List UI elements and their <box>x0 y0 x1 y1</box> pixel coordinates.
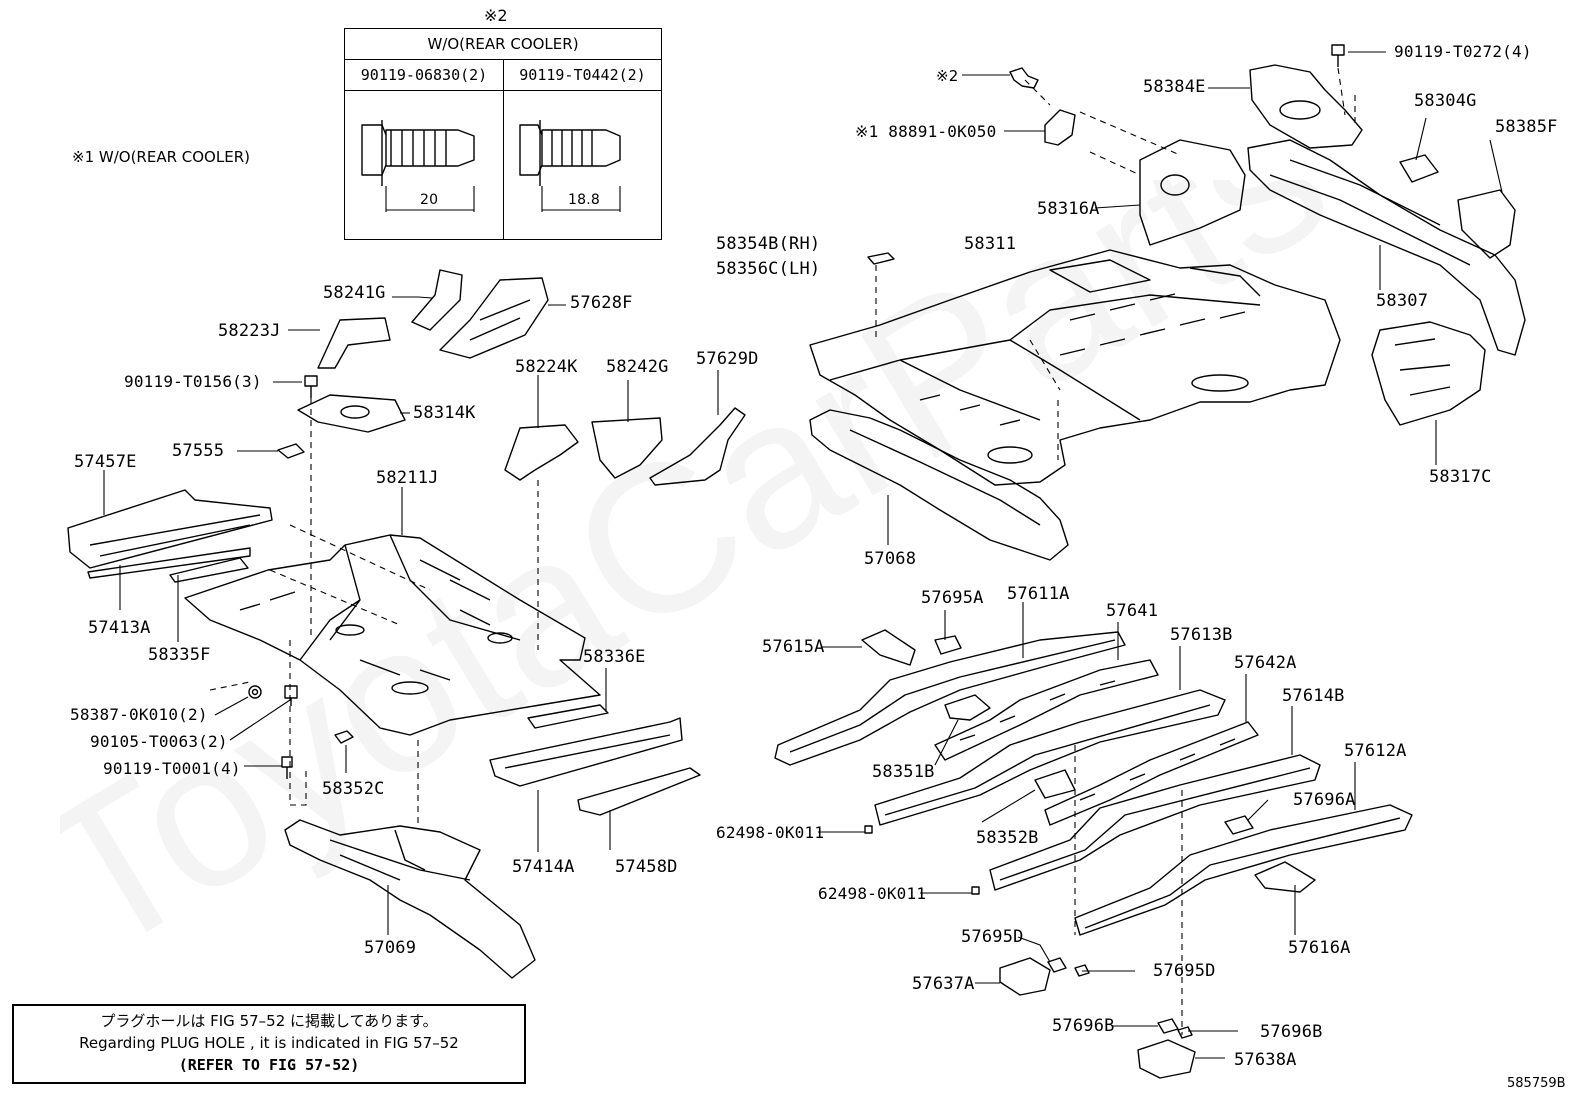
spec-dim-2: 18.8 <box>568 192 600 208</box>
part-label-58317C[interactable]: 58317C <box>1429 467 1492 487</box>
part-label-58224K[interactable]: 58224K <box>515 357 578 377</box>
part-label-58211J[interactable]: 58211J <box>376 468 439 488</box>
bolt-spec-table: W/O(REAR COOLER) 90119-06830(2) 90119-T0… <box>344 28 662 240</box>
part-label-58307[interactable]: 58307 <box>1376 291 1429 311</box>
part-label-90105-T0063[interactable]: 90105-T0063(2) <box>90 732 228 751</box>
part-label-57637A[interactable]: 57637A <box>912 974 975 994</box>
part-label-57641[interactable]: 57641 <box>1106 601 1159 621</box>
part-label-58241G[interactable]: 58241G <box>323 283 386 303</box>
part-label-57068[interactable]: 57068 <box>864 549 917 569</box>
part-label-58387-0K010[interactable]: 58387-0K010(2) <box>70 705 208 724</box>
part-label-57696A[interactable]: 57696A <box>1293 790 1356 810</box>
part-label-58351B[interactable]: 58351B <box>872 762 935 782</box>
part-label-58242G[interactable]: 58242G <box>606 357 669 377</box>
part-label-57069[interactable]: 57069 <box>364 938 417 958</box>
part-label-57614B[interactable]: 57614B <box>1282 686 1345 706</box>
part-label-90119-T0272[interactable]: 90119-T0272(4) <box>1394 42 1532 61</box>
part-label-58384E[interactable]: 58384E <box>1143 77 1206 97</box>
rail-57613B <box>874 689 1226 826</box>
rail-57612A <box>1074 804 1413 936</box>
part-label-57629D[interactable]: 57629D <box>696 349 759 369</box>
spec-col-1: 90119-06830(2) <box>345 60 503 91</box>
spec-col-2: 90119-T0442(2) <box>504 60 661 91</box>
part-label-58336E[interactable]: 58336E <box>583 647 646 667</box>
crossmember-57068 <box>809 409 1069 561</box>
part-label-57457E[interactable]: 57457E <box>74 452 137 472</box>
part-label-58385F[interactable]: 58385F <box>1495 117 1558 137</box>
rocker-57414A <box>489 717 683 787</box>
rear-floor-pan <box>809 249 1341 486</box>
part-label-58352C[interactable]: 58352C <box>322 779 385 799</box>
note-reference[interactable]: (REFER TO FIG 57-52) <box>178 1056 360 1074</box>
part-label-57628F[interactable]: 57628F <box>570 293 633 313</box>
part-label-57696B-1[interactable]: 57696B <box>1052 1016 1115 1036</box>
part-label-58356C[interactable]: 58356C(LH) <box>716 259 821 279</box>
part-label-58352B[interactable]: 58352B <box>976 828 1039 848</box>
part-label-62498-0K011-a[interactable]: 62498-0K011 <box>716 823 825 842</box>
note-line-jp: プラグホールは FIG 57–52 に掲載してあります。 <box>100 1012 438 1030</box>
part-label-57612A[interactable]: 57612A <box>1344 741 1407 761</box>
part-label-57616A[interactable]: 57616A <box>1288 938 1351 958</box>
part-label-88891-0K050[interactable]: ※1 88891-0K050 <box>855 122 997 141</box>
part-label-57611A[interactable]: 57611A <box>1007 584 1070 604</box>
spec-mark: ※2 <box>484 6 508 25</box>
part-label-90119-T0001[interactable]: 90119-T0001(4) <box>103 759 241 778</box>
part-label-57638A[interactable]: 57638A <box>1234 1050 1297 1070</box>
part-label-90119-T0156[interactable]: 90119-T0156(3) <box>124 372 262 391</box>
legend-wo-rear-cooler: ※1 W/O(REAR COOLER) <box>72 148 250 166</box>
part-label-57696B-2[interactable]: 57696B <box>1260 1022 1323 1042</box>
part-label-57458D[interactable]: 57458D <box>615 857 678 877</box>
part-label-57414A[interactable]: 57414A <box>512 857 575 877</box>
part-label-58335F[interactable]: 58335F <box>148 645 211 665</box>
front-side-rail <box>67 489 273 569</box>
bracket-58223J <box>317 317 391 369</box>
part-label-57615A[interactable]: 57615A <box>762 637 825 657</box>
part-label-57413A[interactable]: 57413A <box>88 618 151 638</box>
part-label-57695D-2[interactable]: 57695D <box>1153 961 1216 981</box>
front-floor-pan <box>184 534 601 736</box>
part-label-58314K[interactable]: 58314K <box>413 403 476 423</box>
crossmember-57069 <box>284 819 536 979</box>
part-label-57613B[interactable]: 57613B <box>1170 625 1233 645</box>
part-label-58316A[interactable]: 58316A <box>1037 199 1100 219</box>
part-label-58304G[interactable]: 58304G <box>1414 91 1477 111</box>
rail-57611A <box>774 631 1126 766</box>
spec-title: W/O(REAR COOLER) <box>345 29 661 60</box>
panel-58317C <box>1371 321 1486 426</box>
part-label-57695A[interactable]: 57695A <box>921 588 984 608</box>
spec-divider <box>503 60 504 239</box>
part-label-57642A[interactable]: 57642A <box>1234 653 1297 673</box>
part-label-58223J[interactable]: 58223J <box>218 321 281 341</box>
part-label-mark2: ※2 <box>936 67 959 85</box>
part-label-58354B[interactable]: 58354B(RH) <box>716 234 821 254</box>
part-label-62498-0K011-b[interactable]: 62498-0K011 <box>818 884 927 903</box>
rail-57614B <box>989 754 1321 891</box>
note-line-en: Regarding PLUG HOLE , it is indicated in… <box>79 1034 459 1052</box>
rear-crossmember-58307 <box>1247 139 1526 356</box>
part-label-57555[interactable]: 57555 <box>172 441 225 461</box>
plug-hole-note: プラグホールは FIG 57–52 に掲載してあります。 Regarding P… <box>12 1004 526 1084</box>
spec-dim-1: 20 <box>420 192 439 208</box>
part-label-57695D-1[interactable]: 57695D <box>961 927 1024 947</box>
figure-code: 585759B <box>1507 1076 1566 1091</box>
part-label-58311[interactable]: 58311 <box>964 234 1017 254</box>
